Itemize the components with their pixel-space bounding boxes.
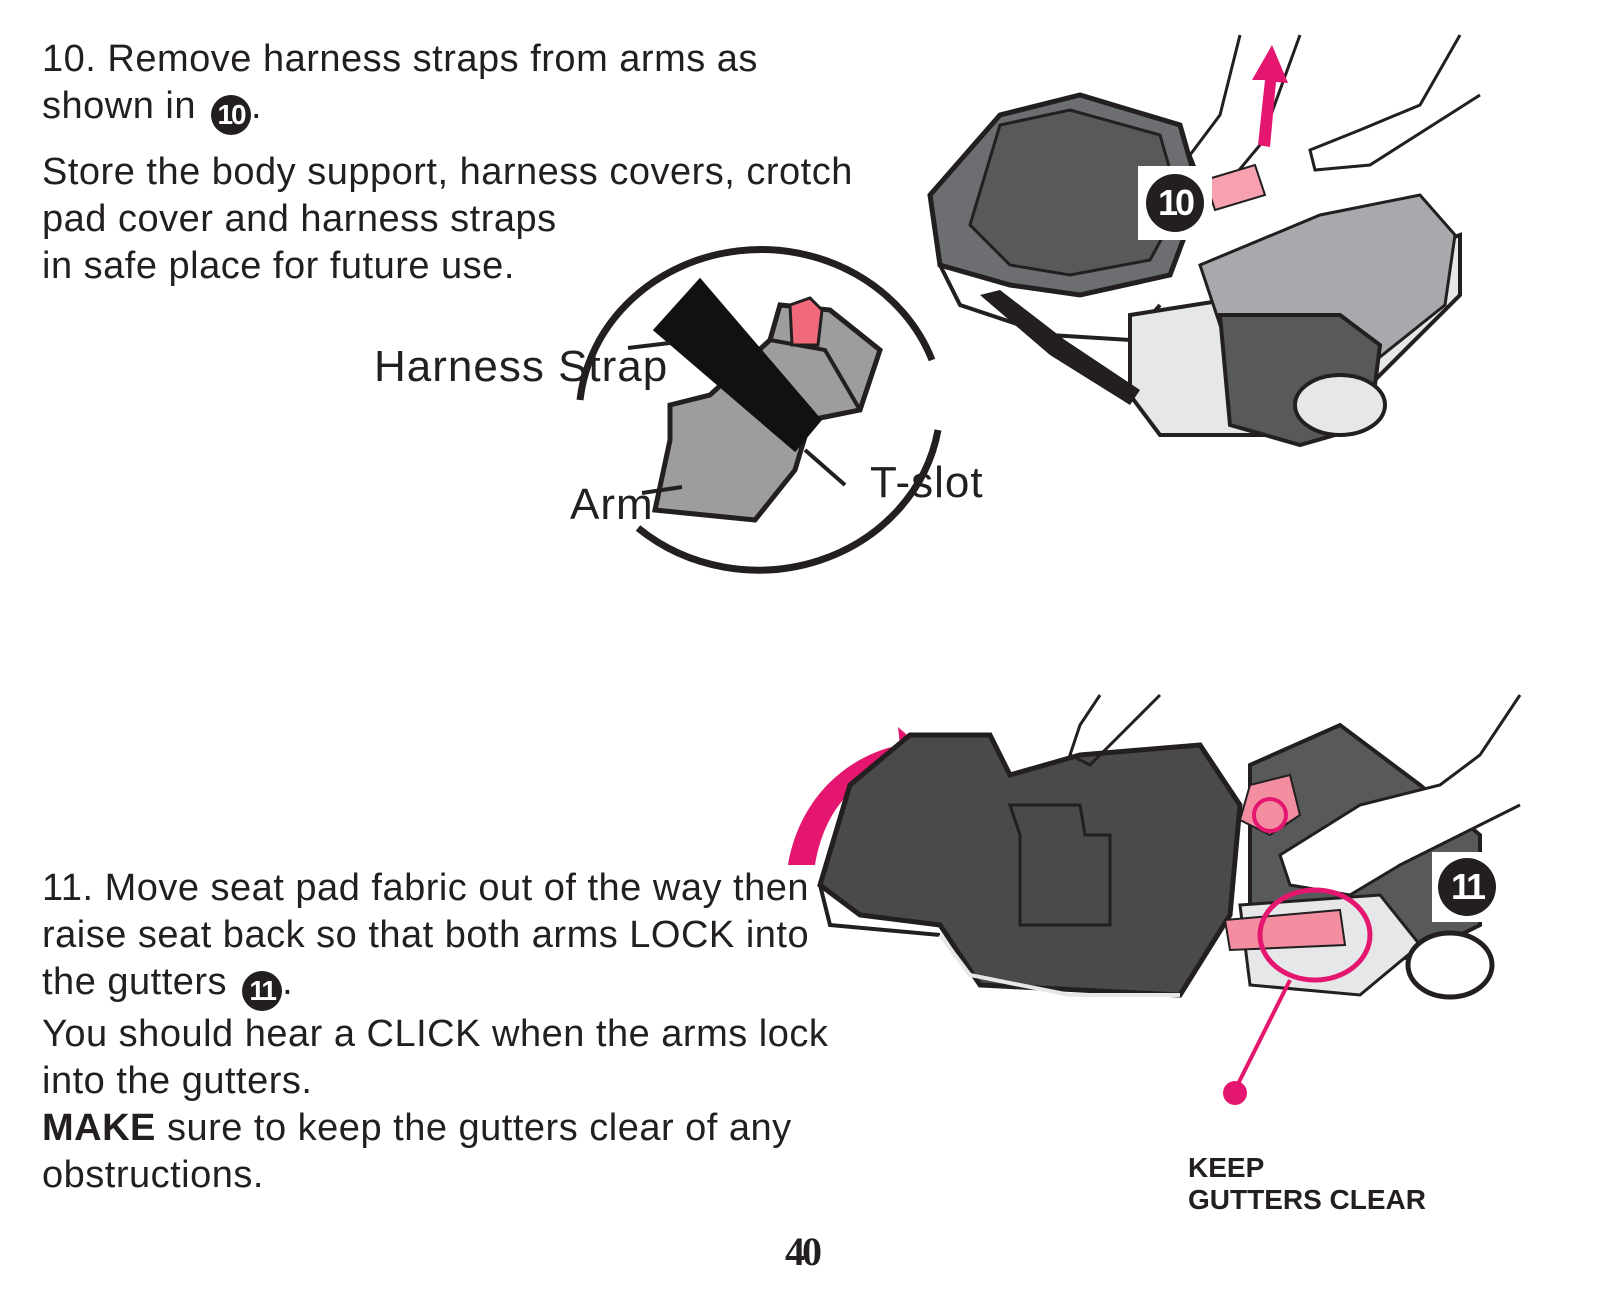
step-11-line-2: raise seat back so that both arms LOCK i… (42, 914, 810, 956)
harness-strap-label: Harness Strap (374, 342, 669, 391)
step-11-line-6: MAKE sure to keep the gutters clear of a… (42, 1105, 828, 1152)
figure-10-badge: 10 (1138, 166, 1212, 240)
step-11-line-6-text: sure to keep the gutters clear of any (155, 1107, 792, 1149)
step-11-line-5: into the gutters. (42, 1060, 313, 1102)
step-10-line-2: shown in 10. (42, 83, 853, 135)
store-line-1: Store the body support, harness covers, … (42, 151, 853, 193)
t-slot-label: T-slot (870, 458, 984, 507)
store-line-3: in safe place for future use. (42, 245, 515, 287)
store-line-2: pad cover and harness straps (42, 198, 557, 240)
step-10-line-1: 10. Remove harness straps from arms as (42, 38, 758, 80)
figure-10-number-icon: 10 (1146, 174, 1204, 232)
step-11-line-3-text: the gutters (42, 961, 239, 1003)
step-11-line-1: 11. Move seat pad fabric out of the way … (42, 867, 809, 909)
keep-label-line-1: KEEP (1188, 1152, 1265, 1183)
figure-11-badge: 11 (1432, 852, 1502, 922)
step-11-line-3: the gutters 11. (42, 959, 828, 1011)
figure-11-illustration (788, 693, 1522, 1105)
step-10-line-2-text: shown in (42, 85, 208, 127)
arm-label: Arm (570, 480, 654, 529)
figure-10-illustration (927, 34, 1481, 448)
step-11-line-4: You should hear a CLICK when the arms lo… (42, 1013, 829, 1055)
step-11-instructions: 11. Move seat pad fabric out of the way … (42, 865, 828, 1199)
harness-strap-callout-illustration (576, 246, 942, 574)
step-11-line-7: obstructions. (42, 1154, 264, 1196)
figure-11-number-icon: 11 (1438, 858, 1496, 916)
step-10-period: . (251, 85, 263, 127)
make-bold: MAKE (42, 1107, 156, 1149)
page-number: 40 (785, 1229, 822, 1274)
figure-ref-10-icon: 10 (211, 95, 252, 135)
step-11-period: . (282, 961, 294, 1003)
keep-label-line-2: GUTTERS CLEAR (1188, 1184, 1426, 1215)
step-10-instructions: 10. Remove harness straps from arms as s… (42, 36, 853, 290)
keep-gutters-clear-label: KEEP GUTTERS CLEAR (1188, 1152, 1426, 1216)
figure-ref-11-icon: 11 (242, 971, 283, 1011)
